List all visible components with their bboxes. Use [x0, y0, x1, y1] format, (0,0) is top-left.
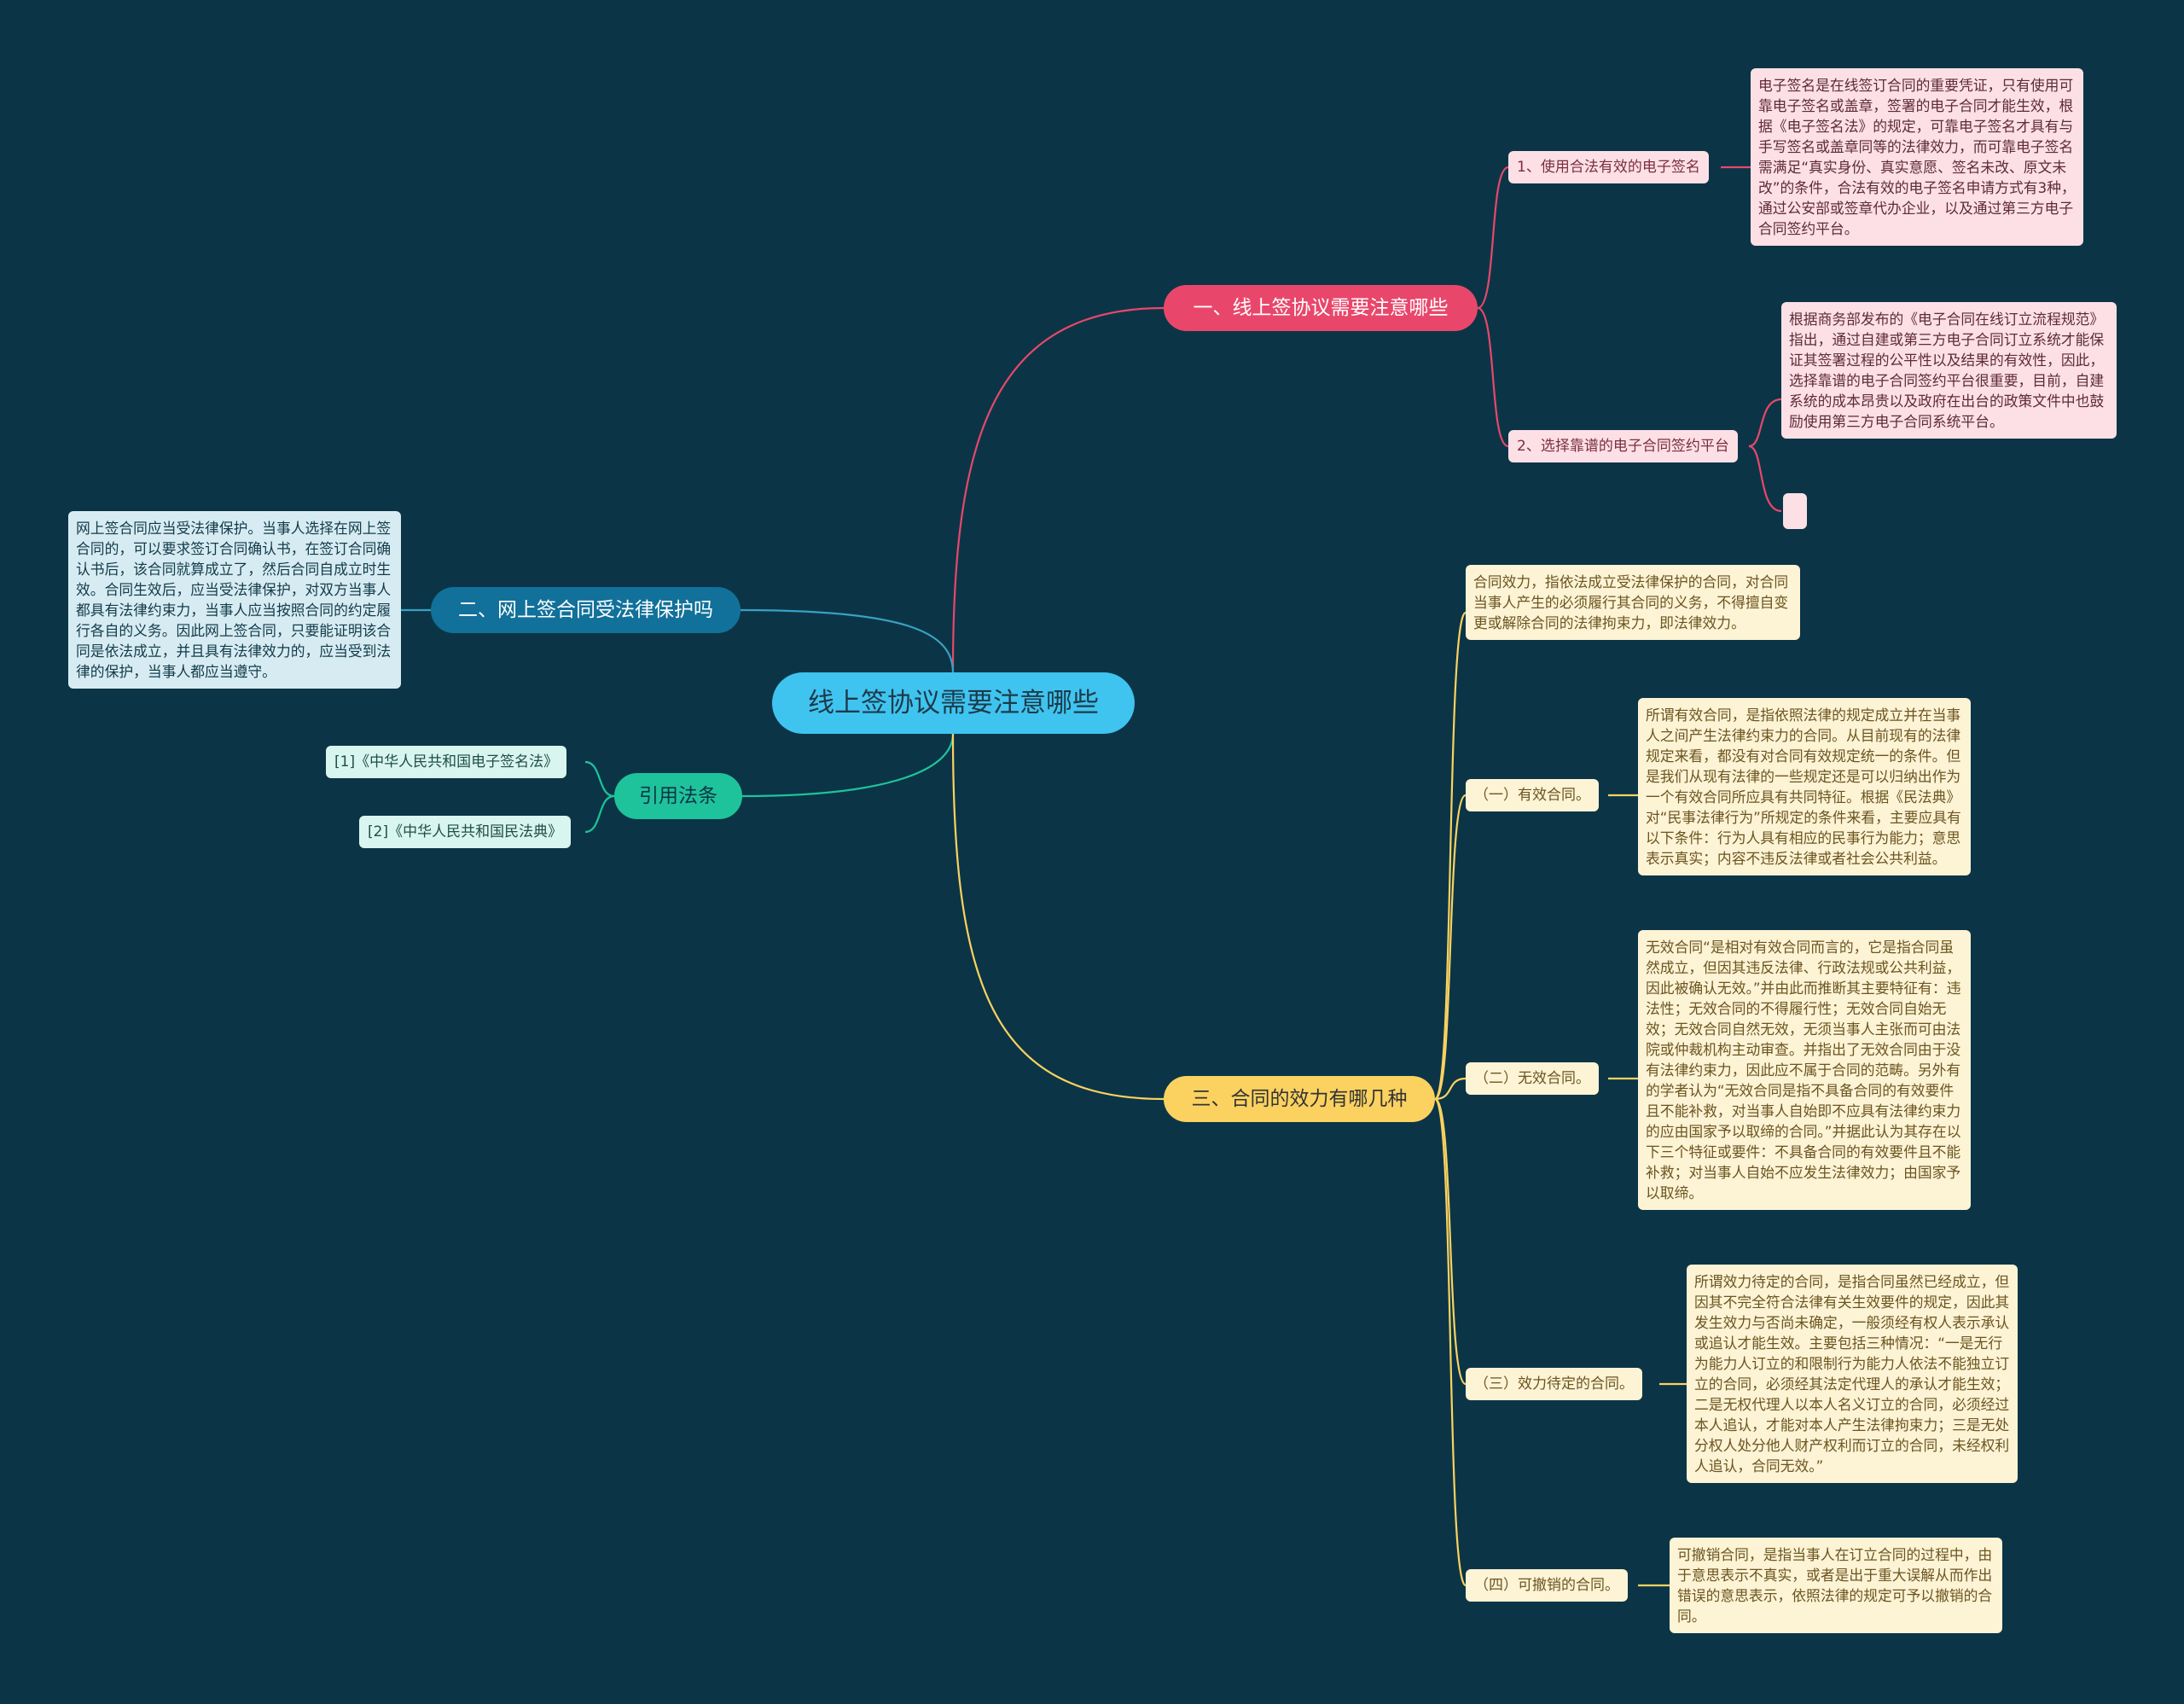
- link-root-branch1: [951, 306, 1165, 673]
- link-root-branch4: [951, 733, 1165, 1101]
- link-b1-item1: [1477, 166, 1509, 310]
- law-electronic-signature[interactable]: [1]《中华人民共和国电子签名法》: [326, 746, 567, 778]
- note-void-contract: 无效合同“是相对有效合同而言的，它是指合同虽然成立，但因其违反法律、行政法规或公…: [1638, 930, 1971, 1210]
- branch-cited-laws[interactable]: 引用法条: [614, 773, 742, 819]
- subtopic-valid-contract[interactable]: （一）有效合同。: [1466, 779, 1599, 811]
- link-root-branch3: [741, 733, 955, 798]
- subtopic-void-contract[interactable]: （二）无效合同。: [1466, 1062, 1599, 1095]
- subtopic-revocable-contract[interactable]: （四）可撤销的合同。: [1466, 1569, 1628, 1602]
- branch-contract-validity[interactable]: 三、合同的效力有哪几种: [1164, 1076, 1435, 1122]
- link-b1-item2: [1477, 306, 1509, 448]
- note-valid-contract: 所谓有效合同，是指依照法律的规定成立并在当事人之间产生法律约束力的合同。从目前现…: [1638, 698, 1971, 875]
- subtopic-pending-contract[interactable]: （三）效力待定的合同。: [1466, 1368, 1642, 1400]
- note-electronic-signature: 电子签名是在线签订合同的重要凭证，只有使用可靠电子签名或盖章，签署的电子合同才能…: [1751, 68, 2083, 246]
- subtopic-signing-platform[interactable]: 2、选择靠谱的电子合同签约平台: [1508, 430, 1738, 462]
- note-contract-validity: 合同效力，指依法成立受法律保护的合同，对合同当事人产生的必须履行其合同的义务，不…: [1466, 565, 1800, 640]
- note-signing-platform: 根据商务部发布的《电子合同在线订立流程规范》指出，通过自建或第三方电子合同订立系…: [1781, 302, 2117, 439]
- note-pending-contract: 所谓效力待定的合同，是指合同虽然已经成立，但因其不完全符合法律有关生效要件的规定…: [1687, 1265, 2018, 1483]
- note-revocable-contract: 可撤销合同，是指当事人在订立合同的过程中，由于意思表示不真实，或者是出于重大误解…: [1670, 1538, 2002, 1633]
- empty-note: [1783, 493, 1807, 529]
- law-civil-code[interactable]: [2]《中华人民共和国民法典》: [359, 816, 572, 848]
- subtopic-electronic-signature[interactable]: 1、使用合法有效的电子签名: [1508, 151, 1709, 183]
- branch-legal-protection[interactable]: 二、网上签合同受法律保护吗: [431, 587, 741, 633]
- note-legal-protection: 网上签合同应当受法律保护。当事人选择在网上签合同的，可以要求签订合同确认书，在签…: [68, 511, 401, 689]
- branch-online-signing-notes[interactable]: 一、线上签协议需要注意哪些: [1164, 285, 1478, 331]
- root-topic[interactable]: 线上签协议需要注意哪些: [772, 672, 1135, 734]
- link-root-branch2: [740, 608, 955, 673]
